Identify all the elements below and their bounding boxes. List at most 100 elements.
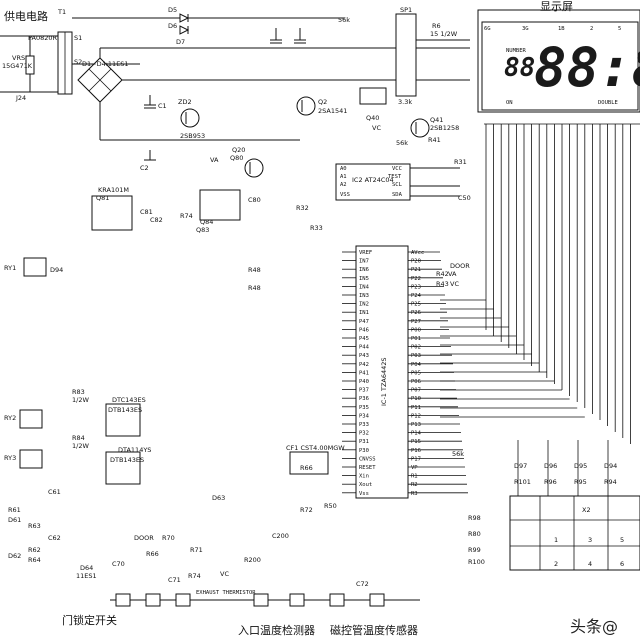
transformer-s2: S2	[74, 58, 82, 66]
cap-c200: C200	[272, 532, 289, 540]
relay-ry3-label: RY3	[4, 454, 16, 462]
key-num-3: 3	[588, 536, 592, 544]
resistor-r97: R101	[514, 478, 531, 486]
mcu-pin-left: Xin	[359, 474, 369, 480]
bridge-rectifier: D1~D4:11ES1	[77, 57, 129, 103]
resistor-r6-value: 15 1/2W	[430, 30, 458, 38]
varistor-vrs: VRS 15G471K J24	[2, 36, 35, 102]
display-module: 显示屏 6G 3G 1B 2 5 NUMBER 88 88:88 ON DOUB…	[477, 0, 640, 113]
transistor-q80: Q84	[200, 218, 213, 226]
mcu-pin-left: P47	[359, 319, 369, 325]
transistor-q83: DTC143ES	[112, 396, 146, 404]
cap-c80: C80	[248, 196, 261, 204]
resistor-r300: R66	[300, 464, 313, 472]
eeprom-label: IC2 AT24C04	[352, 176, 394, 184]
va-label: VA	[210, 156, 219, 164]
resistor-r48-b: R48	[248, 284, 261, 292]
display-bus	[440, 124, 631, 496]
vc-label: VC	[372, 124, 381, 132]
eeprom-pin-sda: SDA	[392, 192, 403, 198]
door-label-mcu: DOOR	[450, 262, 470, 270]
resistor-r99: R80	[468, 530, 481, 538]
transistor-kra101m: Q80	[230, 154, 243, 162]
mcu-pin-right: R3	[411, 491, 418, 497]
transistor-q84: DTA114YS	[118, 446, 151, 454]
mcu-pin-right: P07	[411, 388, 421, 394]
resistor-r200: R200	[244, 556, 261, 564]
transistor-q1: 2SB953 ZD2	[178, 98, 205, 140]
vp-label-keypad: 56k	[452, 450, 464, 458]
mcu-pin-right: P16	[411, 448, 421, 454]
resistor-value-3k3: 3.3k	[398, 98, 412, 106]
display-label-on: ON	[506, 100, 513, 106]
connector-j24: J24	[15, 94, 26, 102]
diodes-top: D5 D6 D7	[168, 6, 190, 46]
transistor-dta114ys: Q83	[196, 226, 209, 234]
crystal-label: CF1 CST4.00MGW	[286, 444, 345, 452]
diode-d5: D5	[168, 6, 177, 14]
resistor-r50: R50	[324, 502, 337, 510]
transistor-2sb1258: 2SB1258	[430, 124, 459, 132]
relay-ry2: RY2	[4, 409, 43, 429]
transistor-q2-label: Q2	[318, 98, 327, 106]
display-icon-5: 5	[618, 26, 621, 32]
door-area: DOOR R70 R66 C70 R71 R74 C71 R200 C200 V…	[112, 502, 369, 588]
transistor-2sa1541: 2SA1541	[318, 107, 347, 115]
mcu-pin-left: RESET	[359, 465, 376, 471]
driver-q81: KRA101M Q81 C81 C82 R74	[91, 186, 193, 231]
door-label: DOOR	[134, 534, 154, 542]
display-label-number: NUMBER	[506, 48, 527, 54]
lower-left-components: R61 D61 R63 C61 D62 R62 R64 C62 D64 11ES…	[8, 488, 225, 580]
eeprom-pin-a0: A0	[340, 166, 347, 172]
mcu-top-labels: R32 R33 R48 R48 R42 R43 VA VC DOOR	[248, 204, 470, 292]
label-magnetron-sensor: 磁控管温度传感器	[330, 623, 418, 637]
mcu-label: IC-1 TZA6442S	[380, 357, 388, 406]
diode-d70: D64	[80, 564, 93, 572]
resistor-r83-value: 1/2W	[72, 396, 89, 404]
cap-c2: C2	[140, 164, 149, 172]
resistor-r63: R63	[28, 522, 41, 530]
display-label-double: DOUBLE	[598, 100, 618, 106]
display-icon-2: 3G	[522, 26, 529, 32]
cap-c1: C1	[158, 102, 167, 110]
mcu-pin-left: IN3	[359, 293, 369, 299]
mcu-pin-left: P35	[359, 405, 369, 411]
diode-d1-label: D1~D4:11ES1	[82, 60, 129, 68]
display-pin-row	[484, 111, 640, 125]
mcu-pin-right: P03	[411, 353, 421, 359]
capacitors-top: C1 C2	[140, 28, 306, 172]
driver-q80: Q84 Q83 C80	[196, 189, 261, 234]
watermark: 头条@	[570, 617, 618, 636]
mcu-pin-left: P37	[359, 388, 369, 394]
resistor-r72: R74	[188, 572, 201, 580]
mcu-pin-right: P11	[411, 405, 421, 411]
mcu-pin-right: P21	[411, 267, 421, 273]
cap-c72: C72	[356, 580, 369, 588]
vc-label-bottom: VC	[220, 570, 229, 578]
zener-zd1: ZD2	[178, 98, 192, 106]
mcu-pin-left: P44	[359, 345, 370, 351]
eeprom-pin-a2: A2	[340, 182, 347, 188]
label-door-lock: 门锁定开关	[62, 613, 117, 627]
mcu-pin-right: P14	[411, 431, 422, 437]
transistor-q20-label: Q20	[232, 146, 245, 154]
resistor-r64: R64	[28, 556, 41, 564]
mcu-pin-left: P36	[359, 396, 369, 402]
resistor-r42: R42	[436, 270, 449, 278]
cap-c81: C81	[140, 208, 153, 216]
transistor-q2: Q2 2SA1541	[296, 96, 347, 116]
mcu-pin-left: P31	[359, 439, 369, 445]
label-exhaust-thermistor: EXHAUST THERMISTOR	[196, 590, 256, 596]
mcu-pin-left: IN6	[359, 267, 369, 273]
display-icon-1: 6G	[484, 26, 491, 32]
mcu-pin-left: P43	[359, 353, 369, 359]
relay-ry1-label: RY1	[4, 264, 16, 272]
connector-sp1: SP1	[400, 6, 412, 14]
mcu-pin-left: P33	[359, 422, 369, 428]
mcu-pin-left: P46	[359, 327, 369, 333]
transistor-dtb143es-2: DTB143ES	[110, 456, 144, 464]
eeprom-pin-vss: VSS	[340, 192, 350, 198]
display-main-digits: 88:88	[534, 36, 640, 99]
mcu-pin-right: P25	[411, 302, 421, 308]
eeprom-pin-scl: SCL	[392, 182, 403, 188]
